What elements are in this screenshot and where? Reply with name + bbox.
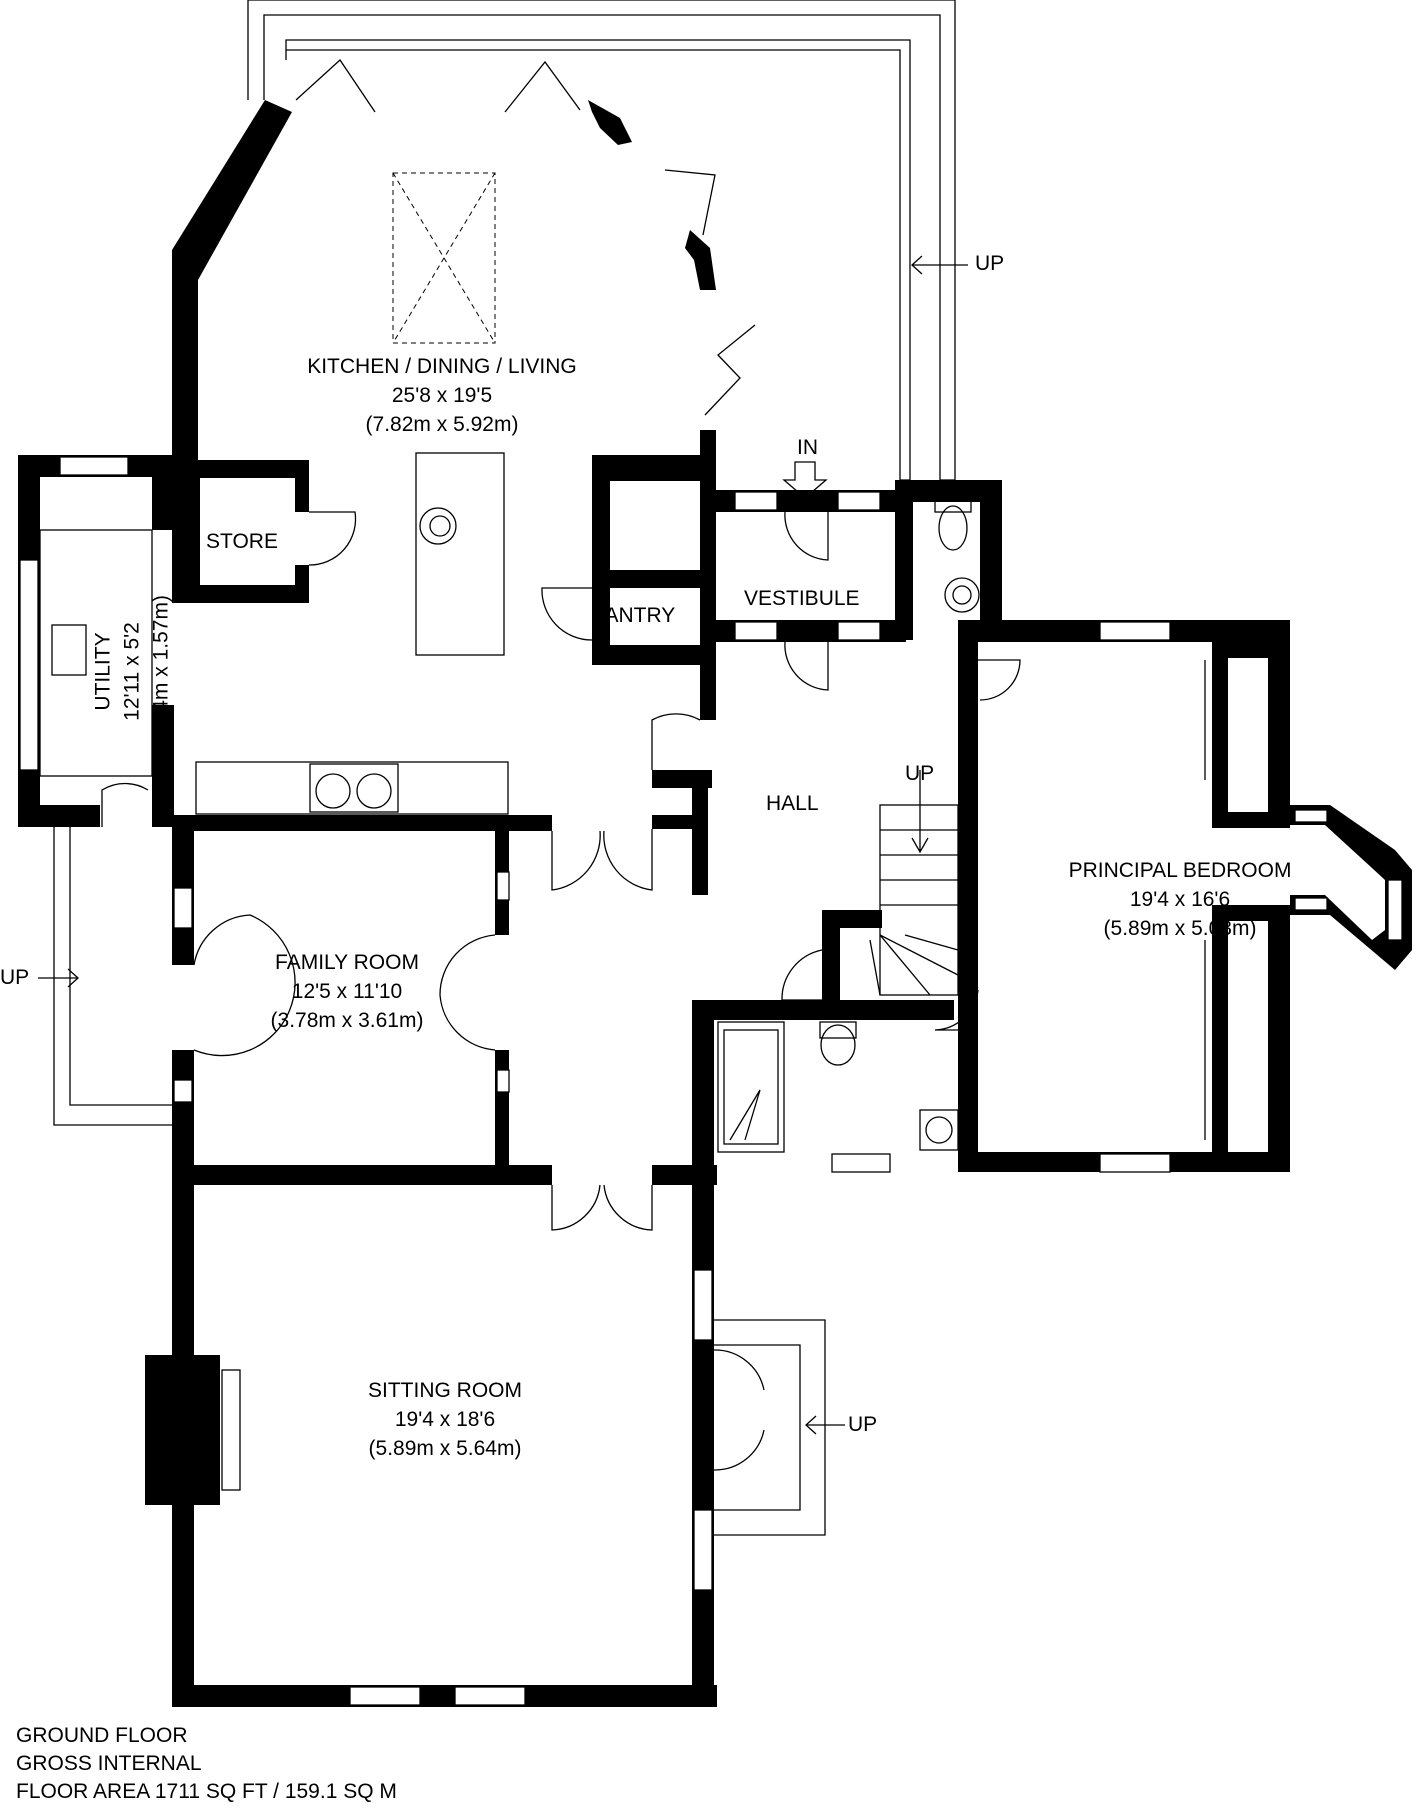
up-marker-terrace: UP	[975, 252, 1005, 275]
principal-bedroom-label: PRINCIPAL BEDROOM 19'4 x 16'6 (5.89m x 5…	[1030, 856, 1330, 943]
up-marker-sitting: UP	[848, 1413, 878, 1436]
sitting-room-walls	[145, 1185, 826, 1707]
up-arrows	[38, 255, 968, 1435]
sitting-room-label: SITTING ROOM 19'4 x 18'6 (5.89m x 5.64m)	[330, 1376, 560, 1463]
up-marker-left: UP	[0, 966, 30, 989]
left-terrace-outline	[53, 827, 172, 1126]
up-marker-stairs: UP	[905, 762, 935, 785]
bifold-doors	[295, 59, 756, 416]
principal-bedroom-imperial: 19'4 x 16'6	[1129, 888, 1231, 911]
vestibule-label: VESTIBULE	[744, 587, 860, 610]
family-room-imperial: 12'5 x 11'10	[291, 980, 403, 1003]
caption-area: FLOOR AREA 1711 SQ FT / 159.1 SQ M	[16, 1780, 397, 1803]
sitting-room-name: SITTING ROOM	[368, 1379, 522, 1402]
caption-floor: GROUND FLOOR	[16, 1724, 188, 1747]
store-label: STORE	[206, 530, 278, 553]
family-room-metric: (3.78m x 3.61m)	[270, 1009, 424, 1032]
vestibule-walls	[716, 480, 1002, 691]
roof-lantern	[392, 172, 496, 344]
principal-bedroom-name: PRINCIPAL BEDROOM	[1068, 859, 1292, 882]
ensuite	[717, 1021, 959, 1173]
kitchen-counter	[195, 761, 509, 815]
kitchen-imperial: 25'8 x 19'5	[391, 384, 493, 407]
family-room-label: FAMILY ROOM 12'5 x 11'10 (3.78m x 3.61m)	[232, 948, 462, 1035]
in-marker-entrance: IN	[797, 436, 818, 459]
utility-metric: (3.94m x 1.57m)	[149, 595, 173, 748]
sitting-room-imperial: 19'4 x 18'6	[394, 1408, 496, 1431]
principal-bedroom-metric: (5.89m x 5.03m)	[1103, 917, 1257, 940]
kitchen-label: KITCHEN / DINING / LIVING 25'8 x 19'5 (7…	[272, 352, 612, 439]
hall-stairs	[651, 713, 959, 1001]
hall-label: HALL	[766, 792, 819, 815]
utility-imperial: 12'11 x 5'2	[120, 622, 144, 721]
family-room-doors	[173, 829, 653, 1231]
bedroom-walls	[934, 620, 1412, 1173]
utility-name: UTILITY	[91, 632, 115, 711]
sitting-room-metric: (5.89m x 5.64m)	[368, 1437, 522, 1460]
utility-label: UTILITY 12'11 x 5'2 (3.94m x 1.57m)	[89, 572, 176, 772]
kitchen-metric: (7.82m x 5.92m)	[365, 413, 519, 436]
store-walls	[172, 460, 357, 603]
family-room-name: FAMILY ROOM	[275, 951, 419, 974]
floor-area-caption: GROUND FLOOR GROSS INTERNAL FLOOR AREA 1…	[16, 1722, 397, 1806]
utility-walls	[18, 455, 174, 827]
pantry-label: PANTRY	[592, 604, 676, 627]
pantry-walls	[541, 455, 716, 665]
caption-gross: GROSS INTERNAL	[16, 1752, 202, 1775]
kitchen-island	[415, 452, 505, 656]
kitchen-name: KITCHEN / DINING / LIVING	[307, 355, 577, 378]
